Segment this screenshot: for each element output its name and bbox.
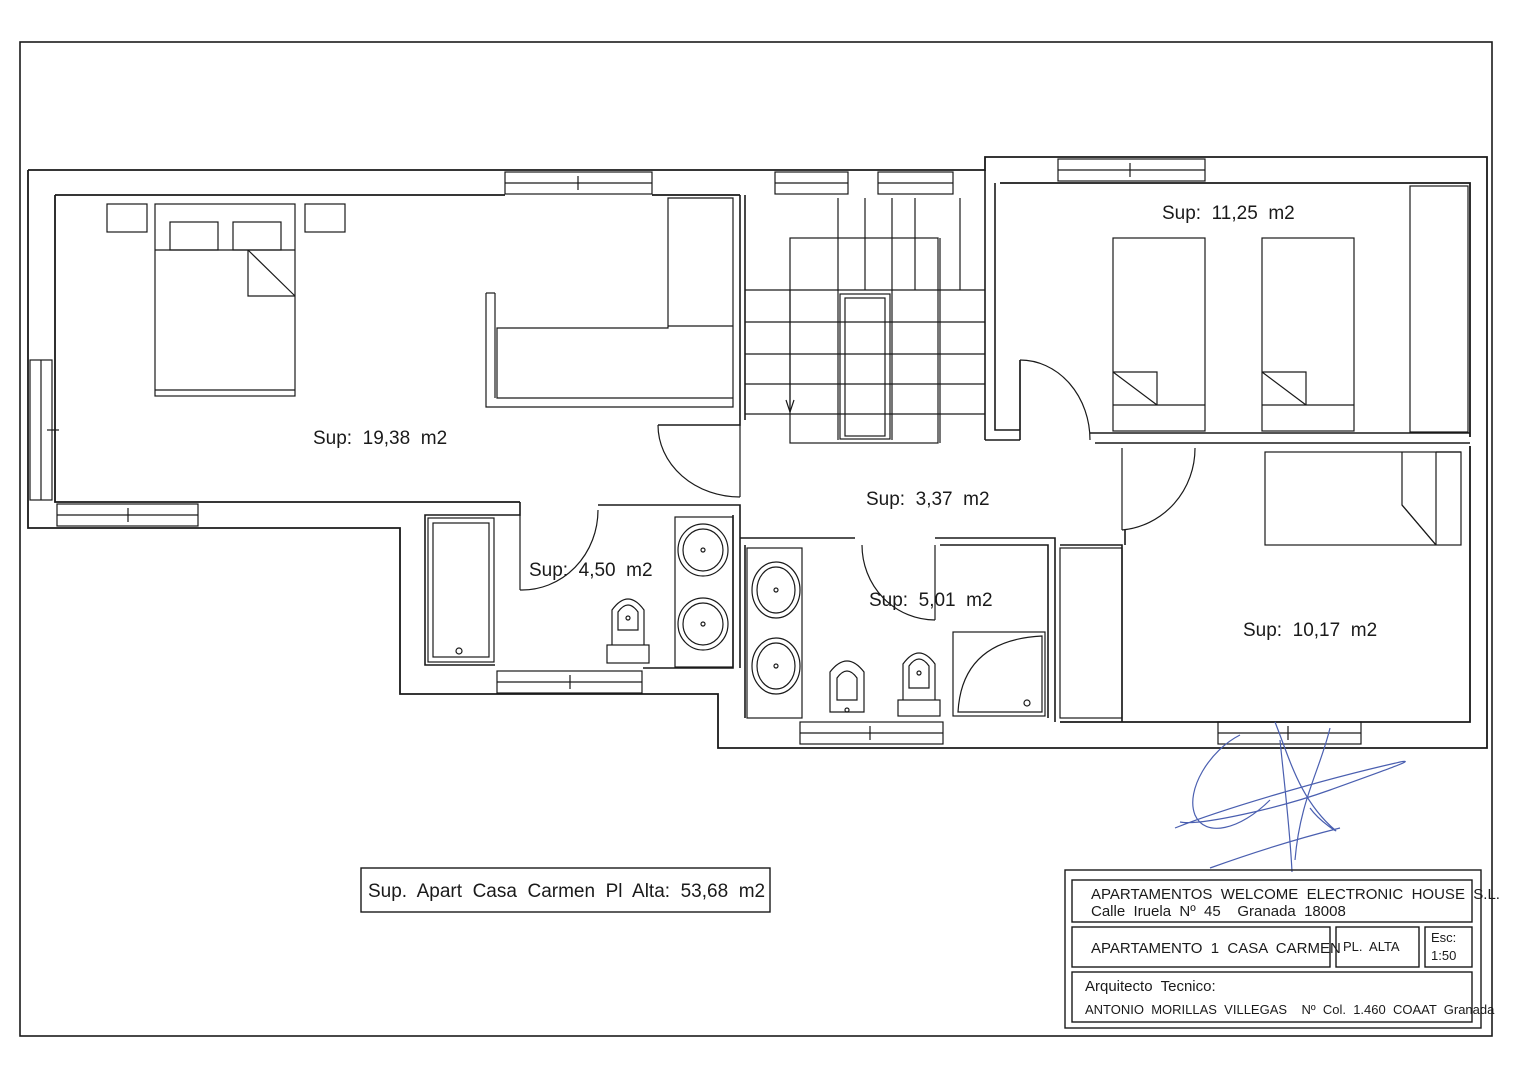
title-block-floor: PL. ALTA xyxy=(1343,939,1400,954)
title-block-scale-label: Esc: xyxy=(1431,930,1456,945)
room-area-single-bedroom: Sup: 10,17 m2 xyxy=(1243,620,1377,641)
bathroom-1-fixtures xyxy=(427,516,734,668)
room-area-bathroom-2: Sup: 5,01 m2 xyxy=(869,590,993,611)
title-block xyxy=(1064,869,1482,1029)
total-area-label: Sup. Apart Casa Carmen Pl Alta: 53,68 m2 xyxy=(368,881,765,902)
bathroom-2-fixtures xyxy=(746,547,1046,719)
title-block-project: APARTAMENTO 1 CASA CARMEN xyxy=(1091,940,1341,957)
twin-bedroom-furniture xyxy=(1112,185,1469,433)
title-block-company: APARTAMENTOS WELCOME ELECTRONIC HOUSE S.… xyxy=(1091,886,1500,903)
title-block-scale-value: 1:50 xyxy=(1431,948,1456,963)
title-block-architect: ANTONIO MORILLAS VILLEGAS Nº Col. 1.460 … xyxy=(1085,1002,1495,1017)
windows xyxy=(29,158,1362,745)
room-area-bathroom-1: Sup: 4,50 m2 xyxy=(529,560,653,581)
staircase xyxy=(745,198,985,444)
room-area-twin-bedroom: Sup: 11,25 m2 xyxy=(1162,203,1295,224)
sheet-border xyxy=(19,41,1493,1037)
single-bedroom-furniture xyxy=(1059,451,1462,719)
interior-walls xyxy=(424,170,1470,722)
total-area-box xyxy=(360,867,771,913)
exterior-walls xyxy=(27,156,1488,749)
door-swings xyxy=(519,359,1196,621)
master-bedroom-furniture xyxy=(106,197,734,408)
title-block-role: Arquitecto Tecnico: xyxy=(1085,978,1216,995)
signature xyxy=(1174,721,1406,873)
title-block-address: Calle Iruela Nº 45 Granada 18008 xyxy=(1091,903,1346,920)
room-area-hall: Sup: 3,37 m2 xyxy=(866,489,990,510)
room-area-master-bedroom: Sup: 19,38 m2 xyxy=(313,428,447,449)
